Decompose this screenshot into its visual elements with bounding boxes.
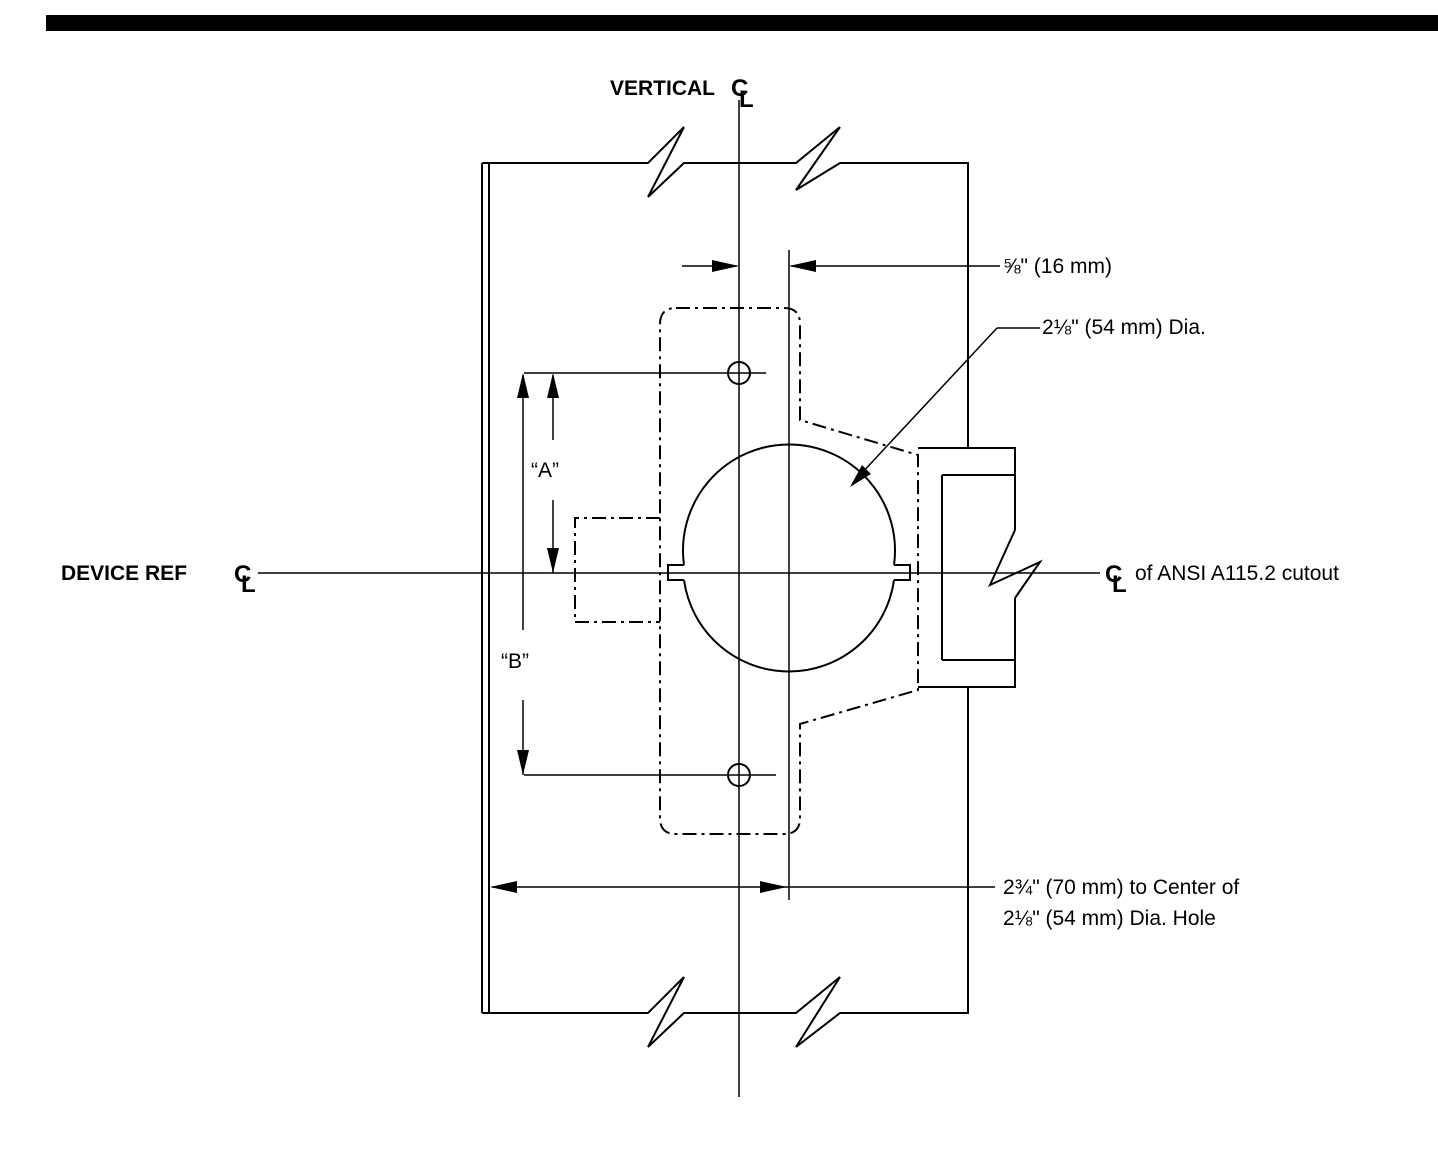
door-outline	[481, 126, 969, 1048]
dimension-16mm	[682, 260, 1000, 272]
svg-text:L: L	[241, 571, 256, 598]
svg-text:C: C	[1105, 561, 1122, 588]
svg-text:L: L	[1112, 571, 1127, 598]
lock-body-outline	[574, 307, 1043, 835]
header-rule	[46, 15, 1438, 31]
device-ref-label: DEVICE REF	[61, 562, 187, 585]
dim-b-label: “B”	[501, 650, 529, 673]
dim-54mm-label: 2⅛" (54 mm) Dia.	[1042, 316, 1206, 339]
dimension-70mm	[490, 881, 995, 893]
device-ref-cl-symbol: C L	[234, 561, 256, 598]
dim-70mm-label-line2: 2⅛" (54 mm) Dia. Hole	[1003, 907, 1216, 930]
dimension-a	[547, 373, 559, 573]
ansi-cl-symbol: C L	[1105, 561, 1127, 598]
vertical-cl-symbol: C L	[731, 75, 754, 113]
dim-16mm-label: ⅝" (16 mm)	[1003, 255, 1112, 278]
dim-70mm-label-line1: 2¾" (70 mm) to Center of	[1003, 876, 1239, 899]
vertical-cl-label: VERTICAL	[610, 77, 715, 100]
svg-text:C: C	[731, 75, 748, 102]
ansi-cutout-label: of ANSI A115.2 cutout	[1135, 562, 1339, 585]
svg-text:L: L	[739, 86, 754, 113]
leader-54mm	[850, 327, 1040, 487]
dim-a-label: “A”	[531, 459, 559, 482]
dimension-b	[517, 373, 529, 775]
bore-hole	[667, 443, 911, 673]
svg-text:C: C	[234, 561, 251, 588]
